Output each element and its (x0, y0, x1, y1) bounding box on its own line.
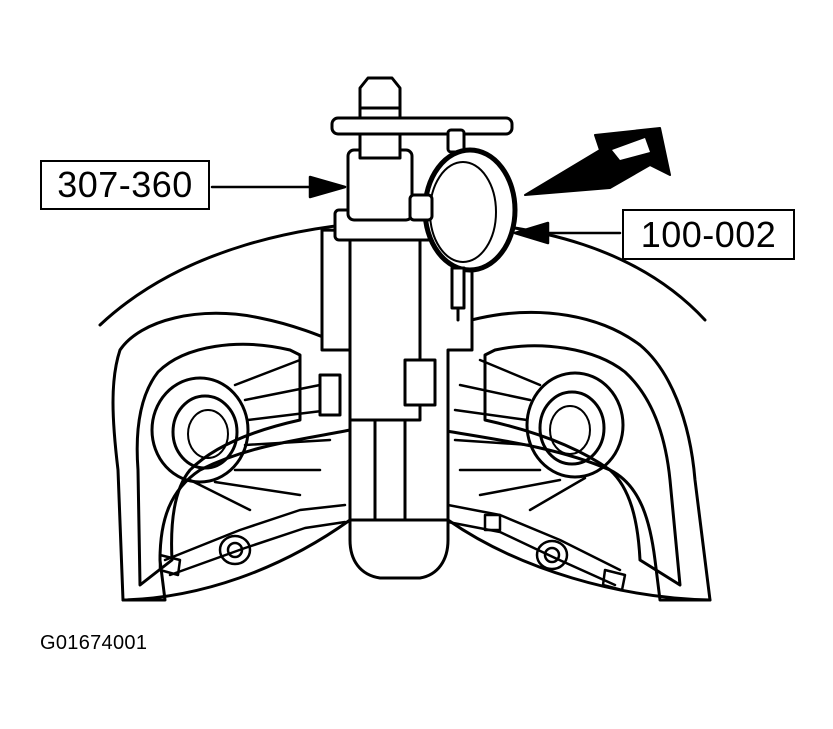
right-bearing-core (549, 405, 591, 455)
left-ribs (188, 358, 332, 512)
left-linkage (158, 503, 347, 577)
left-bearing-core (187, 409, 229, 459)
callout-tool-100-002: 100-002 (622, 209, 795, 260)
leader-arrow-left (210, 175, 347, 199)
right-bearing-outer (525, 371, 625, 479)
callout-tool-307-360: 307-360 (40, 160, 210, 210)
right-ribs (453, 358, 587, 512)
right-housing-shell (438, 310, 712, 602)
right-bearing-inner (538, 390, 606, 466)
left-bearing-outer (150, 376, 250, 484)
leader-arrow-right (513, 221, 622, 245)
right-linkage (446, 503, 627, 592)
tool-column (318, 76, 514, 522)
view-direction-arrow (524, 127, 671, 196)
left-housing-inner (135, 342, 302, 587)
dial-indicator (408, 128, 518, 322)
bottom-flange-right (446, 518, 712, 602)
bottom-sump (348, 518, 450, 580)
bottom-flange-left (121, 518, 352, 602)
left-bearing-inner (171, 394, 239, 470)
figure-identifier: G01674001 (40, 632, 148, 654)
right-housing-inner (483, 344, 682, 587)
